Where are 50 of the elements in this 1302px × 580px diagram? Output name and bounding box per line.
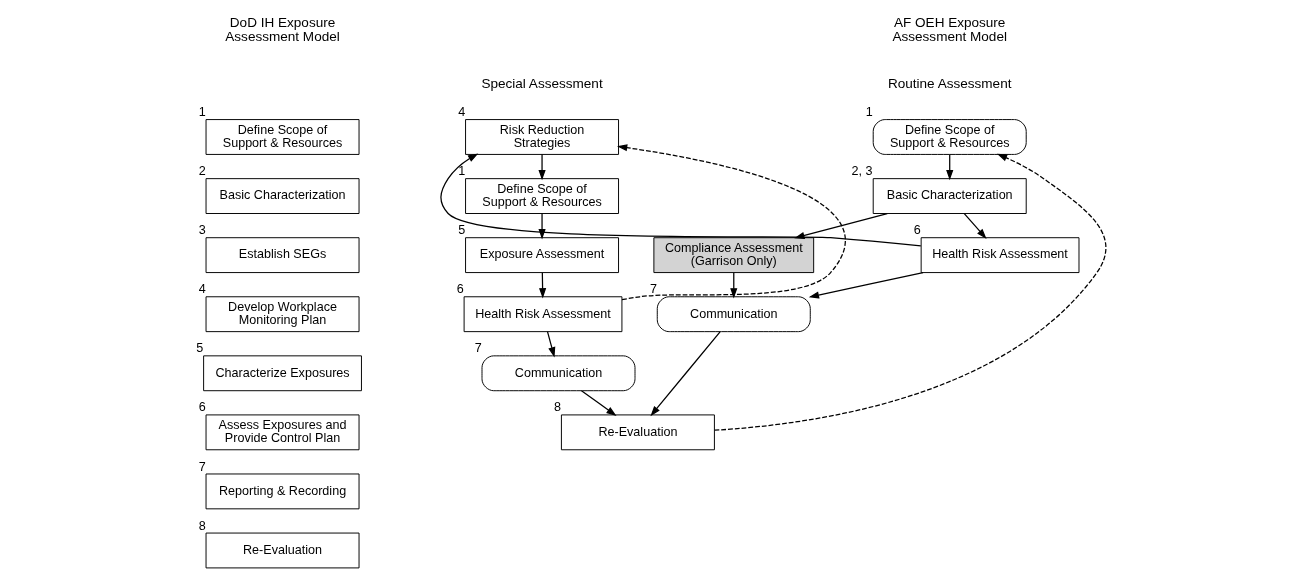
node-box: Basic Characterization xyxy=(872,178,1027,214)
node-label: 8 xyxy=(198,518,206,533)
node-box: Communication xyxy=(656,296,811,333)
node-label: 7 xyxy=(649,282,657,297)
node-label: 2, 3 xyxy=(851,164,873,179)
arrow xyxy=(538,212,546,240)
node-label: 1 xyxy=(198,105,206,120)
node-label: 6 xyxy=(198,400,206,415)
node-box: Risk Reduction Strategies xyxy=(465,119,620,155)
node-box: Establish SEGs xyxy=(205,237,360,274)
node-box: Reporting & Recording xyxy=(205,473,360,510)
node-box: Compliance Assessment (Garrison Only) xyxy=(653,237,815,274)
node-box: Define Scope of Support & Resources xyxy=(465,178,620,214)
node-box: Re-Evaluation xyxy=(560,414,715,451)
arrow xyxy=(546,331,556,358)
node-label: 6 xyxy=(456,282,464,297)
arrow xyxy=(650,331,721,417)
node-box: Exposure Assessment xyxy=(465,237,620,274)
node-label: 8 xyxy=(554,400,562,415)
node-label: 6 xyxy=(913,223,921,238)
label: DoD IH Exposure Assessment Model xyxy=(225,14,340,45)
node-box: Re-Evaluation xyxy=(205,532,360,569)
node-box: Characterize Exposures xyxy=(203,355,362,392)
arrow xyxy=(440,153,922,247)
node-label: 1 xyxy=(458,164,466,179)
arrow xyxy=(580,390,617,416)
node-label: 3 xyxy=(198,223,206,238)
arrow xyxy=(963,212,987,239)
node-label: 7 xyxy=(474,341,482,356)
node-box: Develop Workplace Monitoring Plan xyxy=(205,296,360,333)
arrow xyxy=(538,153,546,181)
label: Routine Assessment xyxy=(887,75,1012,91)
node-box: Health Risk Assessment xyxy=(920,237,1080,274)
arrow xyxy=(808,272,924,299)
node-label: 4 xyxy=(198,282,206,297)
node-box: Define Scope of Support & Resources xyxy=(872,119,1027,155)
node-box: Define Scope of Support & Resources xyxy=(205,119,360,155)
node-box: Basic Characterization xyxy=(205,178,360,214)
node-label: 5 xyxy=(458,223,466,238)
node-box: Health Risk Assessment xyxy=(463,296,623,333)
node-label: 7 xyxy=(198,459,206,474)
node-label: 2 xyxy=(198,164,206,179)
node-label: 5 xyxy=(196,341,204,356)
node-label: 4 xyxy=(458,105,466,120)
label: Special Assessment xyxy=(481,75,603,91)
arrow xyxy=(617,144,846,301)
node-label: 1 xyxy=(865,105,873,120)
node-box: Assess Exposures and Provide Control Plan xyxy=(205,414,360,451)
label: AF OEH Exposure Assessment Model xyxy=(892,14,1007,45)
node-box: Communication xyxy=(481,355,636,392)
